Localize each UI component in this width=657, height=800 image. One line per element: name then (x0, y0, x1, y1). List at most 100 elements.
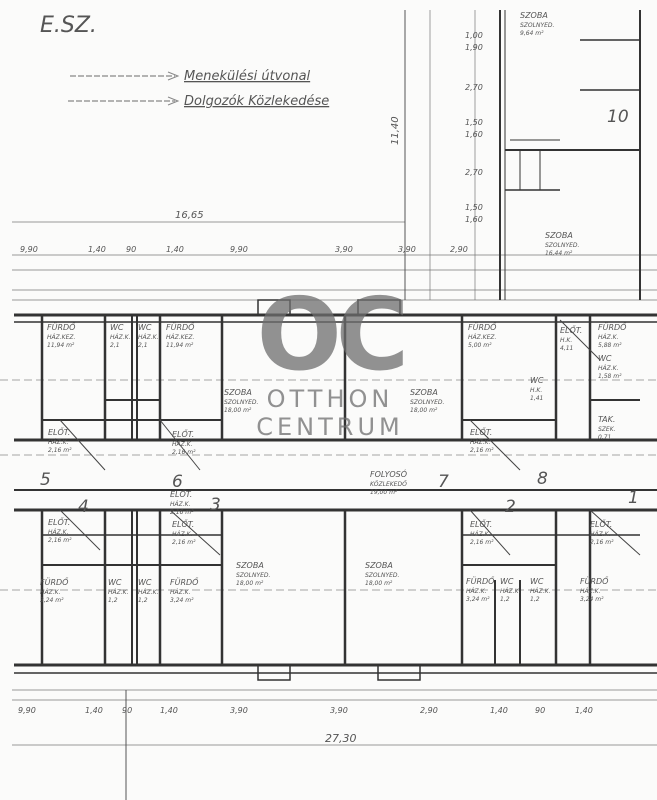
room-use: SZOLNYED. (520, 22, 555, 29)
room-name: ELŐT. (590, 519, 612, 529)
room-area: 3,24 m² (466, 596, 490, 603)
room-area: 4,11 (560, 345, 573, 352)
wall-line (59, 509, 101, 551)
room-name: FÜRDŐ (170, 577, 199, 587)
room-area: 18,00 m² (224, 407, 252, 414)
dimension-bottom: 1,40 (490, 706, 508, 715)
wall-line (59, 419, 106, 471)
room-name: WC (138, 323, 152, 332)
room-use: HÁZ.K. (470, 531, 491, 538)
dimension-top: 2,90 (450, 245, 468, 254)
dimension-top: 9,90 (230, 245, 248, 254)
room-area: 18,00 m² (365, 580, 393, 587)
room-name: SZOBA (545, 231, 573, 240)
room-area: 19,00 m² (370, 489, 398, 496)
room-name: ELŐT. (48, 517, 70, 527)
room-area: 3,24 m² (580, 596, 604, 603)
wall-line (469, 509, 511, 556)
room-name: FÜRDŐ (468, 322, 497, 332)
dimension-vertical: 11,40 (390, 116, 401, 145)
room-name: FÜRDŐ (466, 576, 495, 586)
room-use: HÁZ.K. (172, 531, 193, 538)
room-name: SZOBA (520, 11, 548, 20)
room-area: 2,1 (138, 342, 148, 349)
room-name: FÜRDŐ (598, 322, 627, 332)
room-area: 1,2 (108, 597, 118, 604)
room-use: H.K. (530, 387, 542, 394)
room-use: SZOLNYED. (224, 399, 259, 406)
dimension-right: 1,50 (465, 118, 483, 127)
room-name: WC (530, 577, 544, 586)
dimension-bottom: 3,90 (230, 706, 248, 715)
dimension-right: 2,70 (465, 168, 483, 177)
room-use: HÁZ.K. (40, 589, 61, 596)
room-name: ELŐT. (170, 489, 192, 499)
dimension-right: 1,00 (465, 31, 483, 40)
dimension-bottom: 9,90 (18, 706, 36, 715)
window (257, 299, 291, 316)
room-area: 11,94 m² (166, 342, 194, 349)
room-use: HÁZ.KEZ. (166, 334, 194, 341)
legend-item: Menekülési útvonal (184, 69, 311, 84)
room-use: HÁZ.K. (110, 334, 131, 341)
room-use: HÁZ.K. (598, 365, 619, 372)
room-area: 11,94 m² (47, 342, 75, 349)
dimension-top: 3,90 (335, 245, 353, 254)
room-name: SZOBA (224, 388, 252, 397)
room-name: SZOBA (410, 388, 438, 397)
room-area: 5,00 m² (468, 342, 492, 349)
legend-arrow-icon (167, 71, 180, 81)
watermark: OC OTTHON CENTRUM (240, 285, 420, 442)
room-number: 8 (537, 469, 548, 489)
dimension-bottom: 3,90 (330, 706, 348, 715)
room-area: 1,2 (530, 596, 540, 603)
room-name: ELŐT. (560, 325, 582, 335)
room-use: HÁZ.K. (580, 588, 601, 595)
room-use: HÁZ.K. (470, 439, 491, 446)
room-area: 1,2 (500, 596, 510, 603)
room-use: HÁZ.K. (138, 589, 159, 596)
wall-line (169, 509, 221, 556)
dimension-top: 90 (126, 245, 136, 254)
room-area: 2,16 m² (590, 539, 614, 546)
room-name: FOLYOSÓ (370, 468, 407, 479)
room-number: 10 (607, 107, 629, 127)
dimension-right: 1,60 (465, 215, 483, 224)
room-area: 2,16 m² (470, 539, 494, 546)
room-name: ELŐT. (172, 519, 194, 529)
room-use: SZOLNYED. (410, 399, 445, 406)
dimension-top: 3,90 (398, 245, 416, 254)
room-area: 2,16 m² (170, 509, 194, 516)
watermark-line2: CENTRUM (256, 413, 404, 441)
room-name: WC (530, 376, 544, 385)
sheet-title: E.SZ. (40, 13, 97, 38)
dimension-right: 1,60 (465, 130, 483, 139)
room-number: 5 (40, 470, 51, 490)
legend-arrow-icon (167, 96, 180, 106)
room-area: 2,16 m² (48, 447, 72, 454)
room-use: H.K. (560, 337, 572, 344)
window (357, 299, 401, 316)
room-use: HÁZ.K. (170, 501, 191, 508)
room-area: 2,16 m² (172, 539, 196, 546)
room-area: 16,44 m² (545, 250, 573, 257)
room-use: SZOLNYED. (236, 572, 271, 579)
room-name: FÜRDŐ (47, 322, 76, 332)
room-area: 2,1 (110, 342, 120, 349)
room-use: HÁZ.K. (170, 589, 191, 596)
room-area: 2,16 m² (172, 449, 196, 456)
dimension-total-bottom: 27,30 (325, 732, 357, 745)
dimension-bottom: 90 (122, 706, 132, 715)
room-use: HÁZ.KEZ. (47, 334, 75, 341)
wall-line (159, 419, 201, 471)
room-use: SZEK. (598, 426, 616, 433)
room-use: HÁZ.K. (48, 529, 69, 536)
room-number: 3 (210, 495, 221, 515)
dimension-top: 1,40 (166, 245, 184, 254)
room-use: HÁZ.K. (500, 588, 521, 595)
room-area: 2,16 m² (48, 537, 72, 544)
room-number: 1 (628, 488, 639, 508)
room-number: 6 (172, 472, 183, 492)
